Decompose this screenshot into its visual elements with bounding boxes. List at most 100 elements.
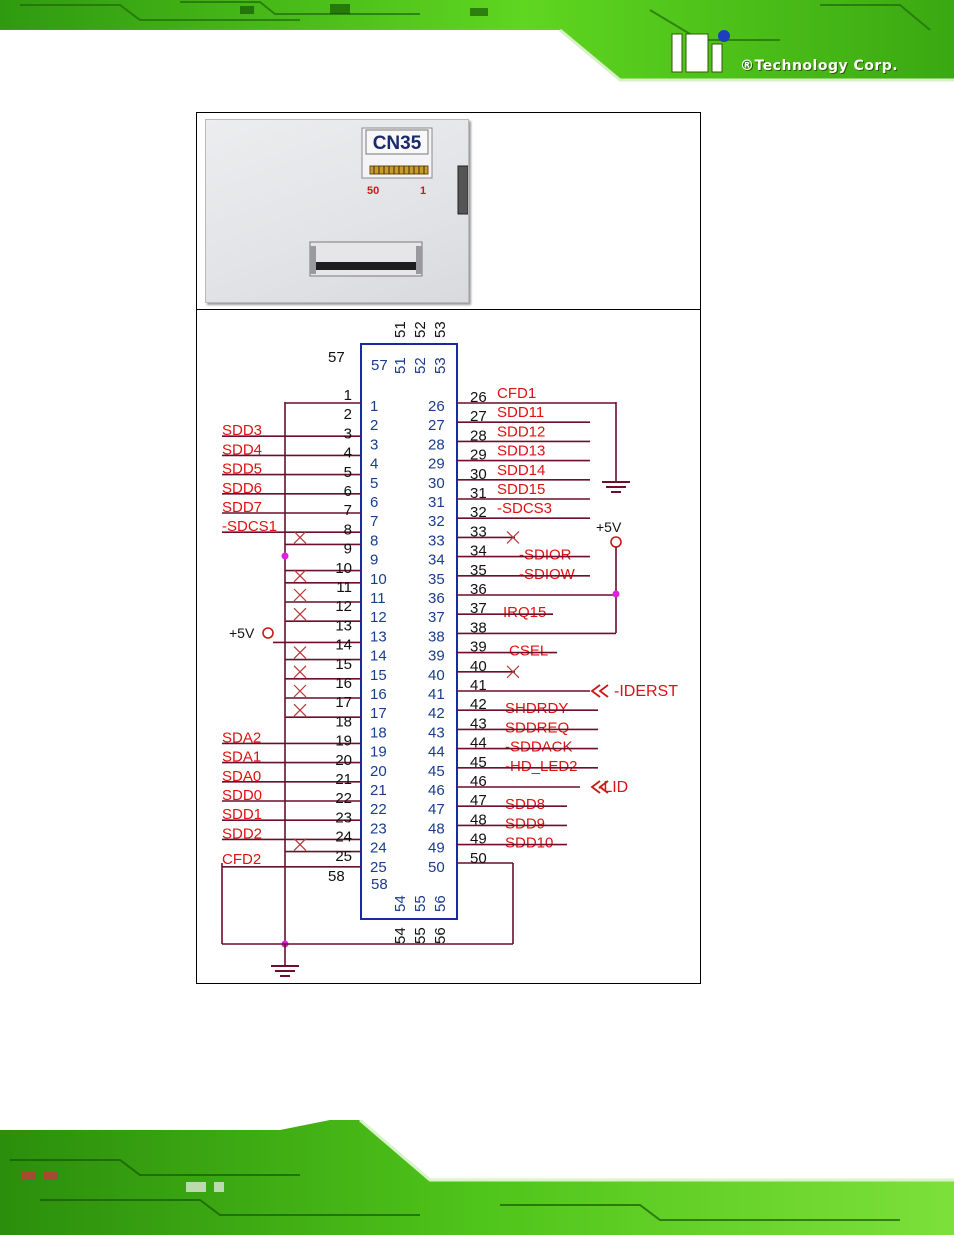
left-signal-label: SDA2 <box>222 729 261 746</box>
right-pin-inner-number: 28 <box>428 436 445 453</box>
left-pin-inner-number: 17 <box>370 705 387 722</box>
left-pin-number: 1 <box>344 387 352 404</box>
left-signal-label: SDD3 <box>222 422 262 439</box>
offpage-signal-label: -IDERST <box>614 683 678 700</box>
no-connect-mark <box>293 588 307 602</box>
brand-name: ®Technology Corp. <box>740 58 899 74</box>
left-pin-inner-number: 7 <box>370 513 378 530</box>
left-pin-number: 16 <box>335 675 352 692</box>
left-pin-inner-number: 18 <box>370 724 387 741</box>
right-pin-number: 40 <box>470 658 487 675</box>
left-pin-inner-number: 2 <box>370 417 378 434</box>
cn35-label: CN35 <box>373 133 422 154</box>
left-pin-inner-number: 4 <box>370 456 378 473</box>
right-pin-inner-number: 40 <box>428 667 445 684</box>
top-pin-inner-label: 51 <box>392 357 409 374</box>
top-pin-label: 52 <box>412 321 429 338</box>
right-pin-number: 43 <box>470 715 487 732</box>
left-pin-inner-number: 13 <box>370 628 387 645</box>
left-pin-number: 2 <box>344 406 352 423</box>
right-pin-number: 38 <box>470 619 487 636</box>
left-pin-number: 23 <box>335 809 352 826</box>
left-pin-number: 25 <box>335 848 352 865</box>
no-connect-mark <box>293 665 307 679</box>
left-pin-number: 15 <box>335 656 352 673</box>
pin-58-outer-label: 58 <box>328 868 345 885</box>
right-signal-label: SDD12 <box>497 423 545 440</box>
connector-body <box>360 343 458 920</box>
bottom-pin-inner-label: 54 <box>392 895 409 912</box>
left-pin-number: 6 <box>344 483 352 500</box>
left-pin-inner-number: 25 <box>370 859 387 876</box>
right-signal-label: -SDIOW <box>519 566 576 583</box>
left-signal-label: SDA0 <box>222 768 261 785</box>
no-connect-mark <box>293 569 307 583</box>
left-signal-label: SDA1 <box>222 749 261 766</box>
left-pin-number: 5 <box>344 464 352 481</box>
right-pin-number: 49 <box>470 831 487 848</box>
right-pin-inner-number: 31 <box>428 494 445 511</box>
photo-cell <box>196 112 701 310</box>
right-pin-inner-number: 39 <box>428 648 445 665</box>
right-pin-number: 31 <box>470 485 487 502</box>
left-signal-label: SDD1 <box>222 806 262 823</box>
offpage-arrow-icon <box>590 780 609 794</box>
left-pin-number: 8 <box>344 521 352 538</box>
left-signal-label: CFD2 <box>222 851 261 868</box>
offpage-arrow-icon <box>590 684 609 698</box>
right-pin-inner-number: 29 <box>428 456 445 473</box>
left-pin-number: 3 <box>344 425 352 442</box>
left-pin-inner-number: 1 <box>370 398 378 415</box>
right-5v-label: +5V <box>596 519 622 535</box>
right-pin-inner-number: 46 <box>428 782 445 799</box>
right-pin-inner-number: 33 <box>428 532 445 549</box>
left-pin-inner-number: 5 <box>370 475 378 492</box>
right-pin-number: 37 <box>470 600 487 617</box>
left-pin-number: 20 <box>335 752 352 769</box>
right-pin-inner-number: 30 <box>428 475 445 492</box>
right-pin-inner-number: 45 <box>428 763 445 780</box>
right-pin-number: 41 <box>470 677 487 694</box>
no-connect-mark <box>293 607 307 621</box>
left-pin-inner-number: 3 <box>370 436 378 453</box>
left-pin-inner-number: 22 <box>370 801 387 818</box>
left-pin-number: 7 <box>344 502 352 519</box>
left-pin-inner-number: 24 <box>370 840 387 857</box>
left-signal-label: SDD2 <box>222 825 262 842</box>
offpage-signal-label: -LID <box>598 779 628 796</box>
right-pin-inner-number: 34 <box>428 552 445 569</box>
left-pin-inner-number: 14 <box>370 648 387 665</box>
left-pin-number: 18 <box>335 713 352 730</box>
left-signal-label: -SDCS1 <box>222 518 277 535</box>
right-pin-inner-number: 27 <box>428 417 445 434</box>
right-pin-number: 39 <box>470 639 487 656</box>
pin-57-inner-label: 57 <box>371 357 388 374</box>
right-pin-number: 29 <box>470 447 487 464</box>
bottom-pin-inner-label: 56 <box>432 895 449 912</box>
right-pin-number: 44 <box>470 735 487 752</box>
left-pin-inner-number: 6 <box>370 494 378 511</box>
right-pin-number: 27 <box>470 408 487 425</box>
right-signal-label: SDD10 <box>505 835 553 852</box>
no-connect-mark <box>293 530 307 544</box>
bottom-pin-inner-label: 55 <box>412 895 429 912</box>
photo-pin-50-label: 50 <box>367 185 379 197</box>
right-pin-number: 46 <box>470 773 487 790</box>
right-pin-inner-number: 32 <box>428 513 445 530</box>
right-pin-number: 26 <box>470 389 487 406</box>
header-pcb-banner <box>0 0 954 112</box>
right-pin-inner-number: 50 <box>428 859 445 876</box>
right-signal-label: IRQ15 <box>503 604 546 621</box>
right-pin-number: 48 <box>470 811 487 828</box>
left-pin-inner-number: 12 <box>370 609 387 626</box>
no-connect-mark <box>506 665 520 679</box>
right-pin-inner-number: 42 <box>428 705 445 722</box>
right-pin-number: 34 <box>470 543 487 560</box>
no-connect-mark <box>293 646 307 660</box>
right-pin-number: 28 <box>470 427 487 444</box>
bottom-pin-label: 54 <box>392 927 409 944</box>
right-pin-inner-number: 26 <box>428 398 445 415</box>
right-signal-label: CFD1 <box>497 385 536 402</box>
left-pin-inner-number: 16 <box>370 686 387 703</box>
